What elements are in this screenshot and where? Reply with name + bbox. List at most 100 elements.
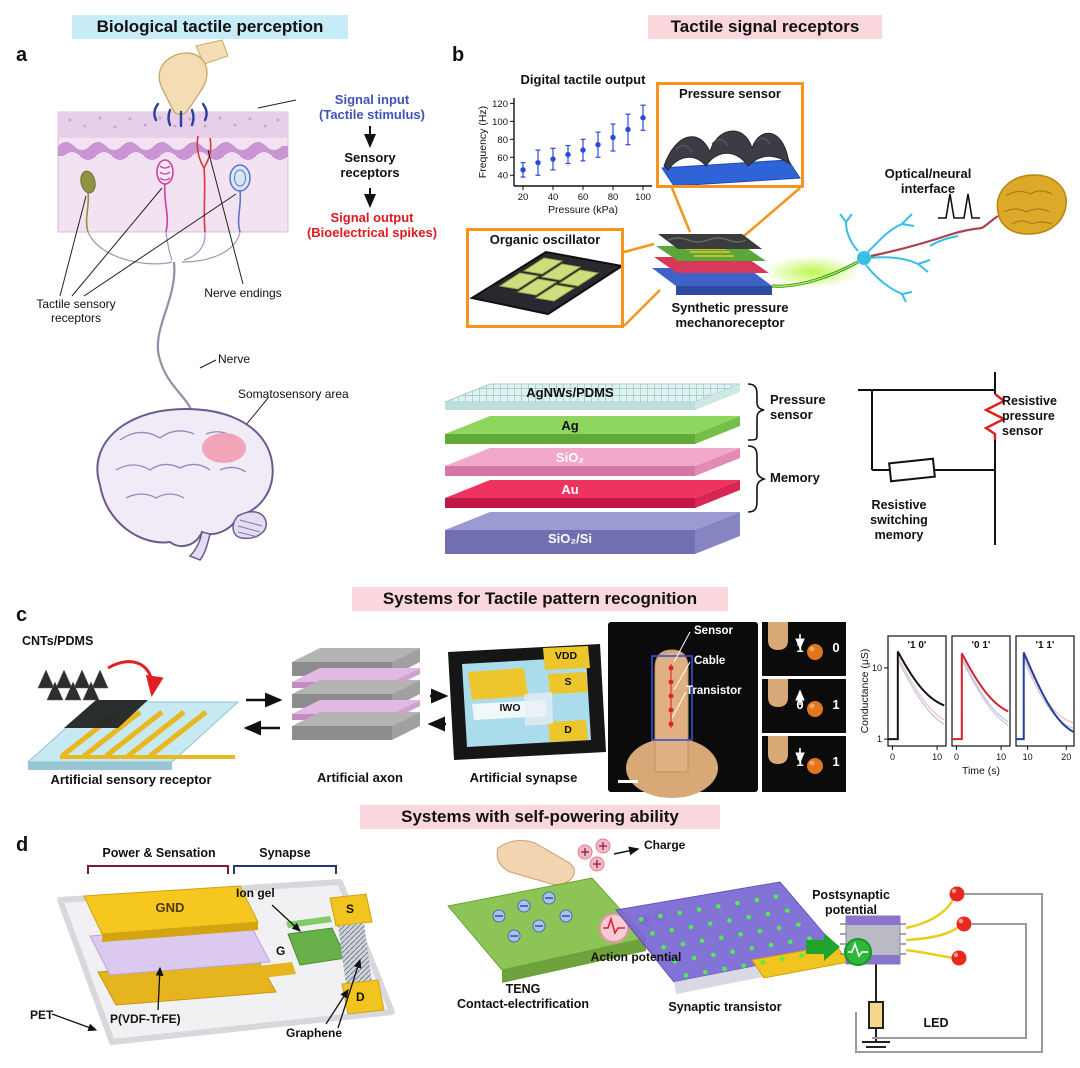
binary-digit: 0 bbox=[796, 697, 804, 712]
graphene-label: Graphene bbox=[286, 1026, 343, 1040]
pressure-sensor-label: Pressure sensor bbox=[660, 86, 800, 101]
axon-slabs bbox=[292, 648, 420, 740]
charge-label: Charge bbox=[644, 838, 686, 852]
panel-a-section-title: Biological tactile perception bbox=[72, 15, 348, 39]
drain-label: D bbox=[356, 990, 365, 1004]
gate-label: G bbox=[276, 944, 286, 958]
resistive-pressure-sensor-label: Resistive pressure sensor bbox=[1002, 394, 1057, 438]
svg-text:'0 1': '0 1' bbox=[972, 640, 991, 651]
vdd-pad-label: VDD bbox=[554, 650, 578, 662]
synaptic-transistor-label: Synaptic transistor bbox=[668, 1000, 782, 1014]
iwo-channel-label: IWO bbox=[499, 702, 521, 714]
layer-sio2-label: SiO₂ bbox=[555, 450, 585, 465]
teng-label: TENG Contact-electrification bbox=[457, 982, 589, 1011]
panel-d-artwork bbox=[51, 838, 1043, 1053]
organic-oscillator-label: Organic oscillator bbox=[470, 232, 620, 247]
organic-oscillator-box bbox=[466, 228, 624, 328]
panel-b-section-title: Tactile signal receptors bbox=[648, 15, 882, 39]
panel-c-letter: c bbox=[16, 604, 28, 626]
mini-photo-fingers bbox=[768, 622, 823, 774]
svg-text:100: 100 bbox=[492, 117, 508, 128]
layer-ag-label: Ag bbox=[561, 418, 579, 433]
somatosensory-area-label: Somatosensory area bbox=[238, 387, 349, 401]
svg-text:Frequency (Hz): Frequency (Hz) bbox=[477, 106, 489, 178]
binary-digit: 1 bbox=[832, 754, 840, 769]
gnd-label: GND bbox=[155, 900, 185, 915]
svg-text:'1 0': '1 0' bbox=[908, 640, 927, 651]
svg-text:80: 80 bbox=[497, 135, 508, 146]
signal-input-label: Signal input (Tactile stimulus) bbox=[319, 92, 425, 123]
photo-cable-label: Cable bbox=[694, 655, 726, 667]
svg-text:0: 0 bbox=[954, 752, 959, 762]
svg-text:60: 60 bbox=[578, 192, 589, 203]
panel-a-letter: a bbox=[16, 44, 28, 66]
device-layer-stack bbox=[444, 383, 741, 554]
photo-sensor-label: Sensor bbox=[694, 625, 733, 637]
svg-text:20: 20 bbox=[1061, 752, 1071, 762]
panel-d-letter: d bbox=[16, 834, 29, 856]
layer-sio2-si-label: SiO₂/Si bbox=[547, 531, 593, 546]
svg-text:10: 10 bbox=[1023, 752, 1033, 762]
svg-text:Pressure (kPa): Pressure (kPa) bbox=[548, 204, 618, 216]
action-potential-label: Action potential bbox=[590, 950, 682, 964]
layer-agnws-pdms-label: AgNWs/PDMS bbox=[526, 385, 614, 400]
pressure-sensor-box bbox=[656, 82, 804, 188]
synaptic-led-array bbox=[638, 894, 824, 978]
panel-b-letter: b bbox=[452, 44, 465, 66]
panel-c-section-title: Systems for Tactile pattern recognition bbox=[352, 587, 728, 611]
postsynaptic-potential-label: Postsynaptic potential bbox=[812, 888, 890, 917]
led-label: LED bbox=[923, 1016, 949, 1030]
svg-text:40: 40 bbox=[548, 192, 559, 203]
led-wire-loop bbox=[855, 893, 1043, 1053]
svg-text:100: 100 bbox=[635, 192, 651, 203]
binary-digit: 0 bbox=[832, 640, 840, 655]
positive-charges bbox=[577, 838, 611, 872]
svg-text:60: 60 bbox=[497, 153, 508, 164]
stack-braces bbox=[747, 383, 767, 513]
svg-text:10: 10 bbox=[996, 752, 1006, 762]
synthetic-mechanoreceptor-label: Synthetic pressure mechanoreceptor bbox=[671, 300, 789, 331]
optical-neural-interface-label: Optical/neural interface bbox=[884, 166, 972, 197]
sensory-receptors-label: Sensory receptors bbox=[340, 150, 400, 181]
svg-text:40: 40 bbox=[497, 171, 508, 182]
signal-output-label: Signal output (Bioelectrical spikes) bbox=[306, 210, 438, 241]
d-pad-label: D bbox=[564, 724, 572, 736]
source-label: S bbox=[346, 902, 355, 916]
svg-text:20: 20 bbox=[518, 192, 529, 203]
tactile-sensory-receptors-label: Tactile sensory receptors bbox=[36, 297, 116, 326]
svg-text:10: 10 bbox=[932, 752, 942, 762]
svg-text:1: 1 bbox=[877, 734, 882, 744]
svg-text:Conductance (μS): Conductance (μS) bbox=[859, 649, 871, 734]
pet-label: PET bbox=[30, 1008, 54, 1022]
cnts-pdms-label: CNTs/PDMS bbox=[22, 634, 94, 648]
photo-transistor-label: Transistor bbox=[686, 685, 742, 697]
layer-au-label: Au bbox=[561, 482, 579, 497]
panel-d-section-title: Systems with self-powering ability bbox=[360, 805, 720, 829]
ion-gel-label: Ion gel bbox=[236, 886, 275, 900]
binary-digit: 1 bbox=[796, 640, 804, 655]
artificial-sensory-receptor-label: Artificial sensory receptor bbox=[50, 772, 212, 787]
artificial-synapse-label: Artificial synapse bbox=[469, 770, 578, 785]
nerve-label: Nerve bbox=[218, 352, 251, 366]
power-sensation-label: Power & Sensation bbox=[102, 846, 216, 860]
s-pad-label: S bbox=[564, 676, 572, 688]
svg-text:120: 120 bbox=[492, 99, 508, 110]
brace-pressure-sensor-label: Pressure sensor bbox=[770, 392, 826, 423]
panel-a-artwork bbox=[57, 39, 376, 561]
digital-tactile-output-title: Digital tactile output bbox=[520, 72, 646, 87]
synapse-board bbox=[448, 644, 606, 760]
binary-digit: 1 bbox=[832, 697, 840, 712]
svg-text:'1 1': '1 1' bbox=[1036, 640, 1055, 651]
synapse-bracket-label: Synapse bbox=[259, 846, 311, 860]
nerve-endings-label: Nerve endings bbox=[204, 286, 282, 300]
svg-text:Time (s): Time (s) bbox=[962, 765, 1000, 777]
svg-text:10: 10 bbox=[872, 663, 882, 673]
svg-text:0: 0 bbox=[890, 752, 895, 762]
cnt-pyramids bbox=[37, 669, 109, 701]
svg-text:80: 80 bbox=[608, 192, 619, 203]
